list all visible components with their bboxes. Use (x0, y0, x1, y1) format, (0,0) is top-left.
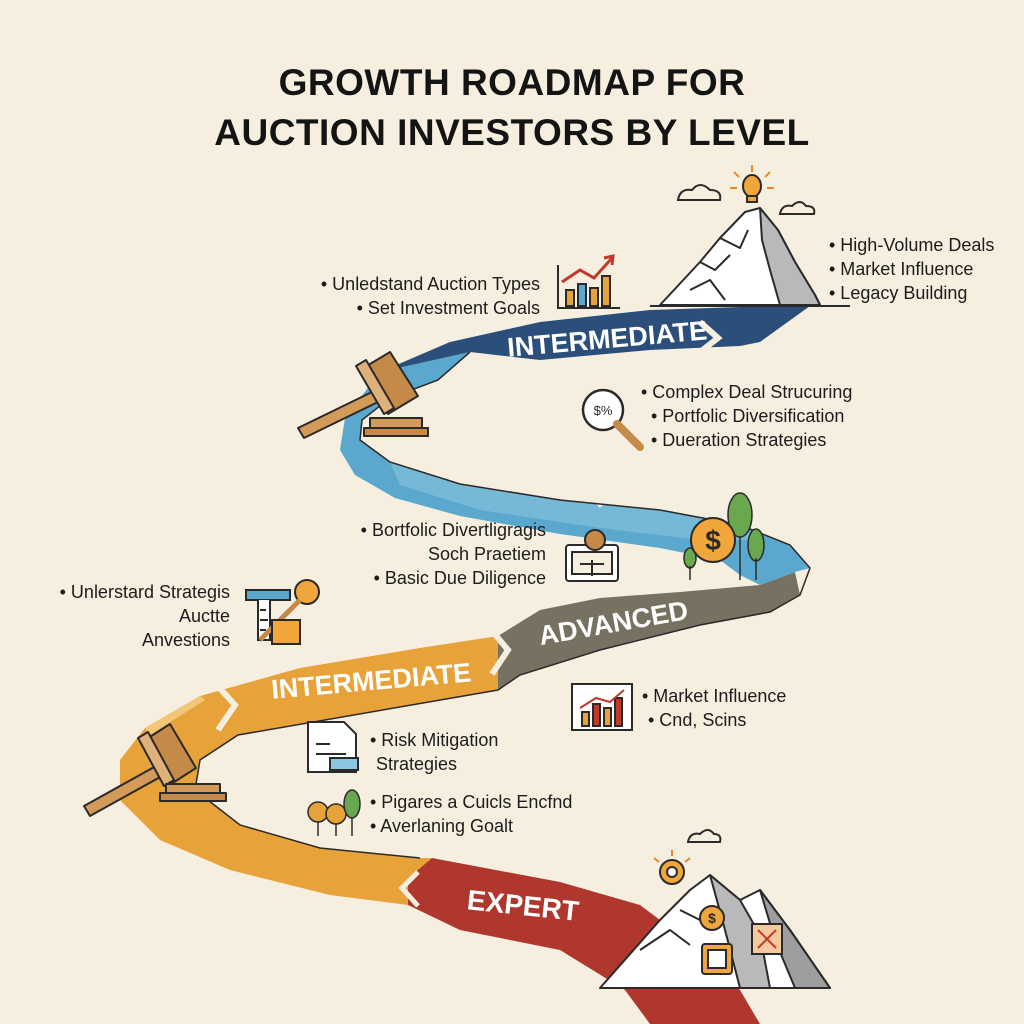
note-item: • Basic Due Diligence (373, 568, 546, 588)
tree-icon (307, 789, 361, 836)
road-segment-intermediate-lower (120, 636, 498, 905)
note-item: • Complex Deal Strucuring (641, 382, 853, 402)
cloud-icon (676, 184, 816, 215)
note-item: • Averlaning Goalt (370, 816, 514, 836)
note-item: • Risk Mitigation (370, 730, 499, 750)
page-title: GROWTH ROADMAP FOR AUCTION INVESTORS BY … (0, 58, 1024, 158)
growth-chart-icon (557, 254, 620, 309)
bar-chart-icon (571, 683, 633, 731)
tree-icon (683, 492, 765, 580)
risk-notes: • Risk Mitigation Strategies (370, 728, 498, 776)
note-item: • Legacy Building (829, 283, 968, 303)
note-item: • Dueration Strategies (651, 430, 827, 450)
summit-notes: • High-Volume Deals • Market Influence •… (829, 233, 994, 305)
goals-notes: • Pigares a Cuicls Encfnd • Averlaning G… (370, 790, 572, 838)
road-segment-advanced (498, 572, 800, 690)
note-item: • Unlerstard Strategis (59, 582, 230, 602)
basics-notes: • Unledstand Auction Types • Set Investm… (290, 272, 540, 320)
document-icon (307, 721, 359, 773)
note-item: • Set Investment Goals (356, 298, 540, 318)
note-item: • Market Influence (642, 686, 787, 706)
title-line-1: GROWTH ROADMAP FOR (278, 62, 746, 103)
market-notes: • Market Influence • Cnd, Scins (642, 684, 786, 732)
mountain-icon (599, 874, 831, 989)
portfolio-notes: • Bortfolic Divertligragis Soch Praetiem… (300, 518, 546, 590)
note-item: • Pigares a Cuicls Encfnd (370, 792, 573, 812)
dollar-badge-icon: $ (699, 905, 725, 931)
lightbulb-icon (730, 165, 774, 203)
target-icon (653, 850, 691, 885)
portrait-frame-icon (701, 943, 733, 975)
note-item: • High-Volume Deals (829, 235, 995, 255)
pencil-ruler-icon (245, 579, 320, 645)
money-bill-icon (565, 529, 619, 582)
gavel-icon (297, 351, 429, 439)
mountain-peak-icon (650, 207, 850, 307)
note-item: Soch Praetiem (427, 544, 546, 564)
no-sign-icon (751, 923, 783, 955)
note-item: • Market Influence (829, 259, 974, 279)
svg-text:$: $ (708, 910, 716, 926)
strategy-notes: • Unlerstard Strategis Auctte Anvestions (30, 580, 230, 652)
title-line-2: AUCTION INVESTORS BY LEVEL (214, 112, 810, 153)
cloud-icon (686, 829, 722, 843)
note-item: • Unledstand Auction Types (320, 274, 540, 294)
magnifier-icon: $% (581, 388, 644, 451)
gavel-icon (83, 723, 227, 817)
complex-notes: • Complex Deal Strucuring • Portfolic Di… (641, 380, 852, 452)
note-item: Strategies (376, 754, 458, 774)
svg-text:$: $ (705, 525, 721, 556)
note-item: • Cnd, Scins (648, 710, 747, 730)
note-item: • Bortfolic Divertligragis (360, 520, 546, 540)
note-item: Auctte (178, 606, 230, 626)
dollar-coin-icon: $ (690, 517, 736, 563)
svg-text:$%: $% (594, 403, 613, 418)
note-item: • Portfolic Diversification (651, 406, 845, 426)
note-item: Anvestions (141, 630, 230, 650)
